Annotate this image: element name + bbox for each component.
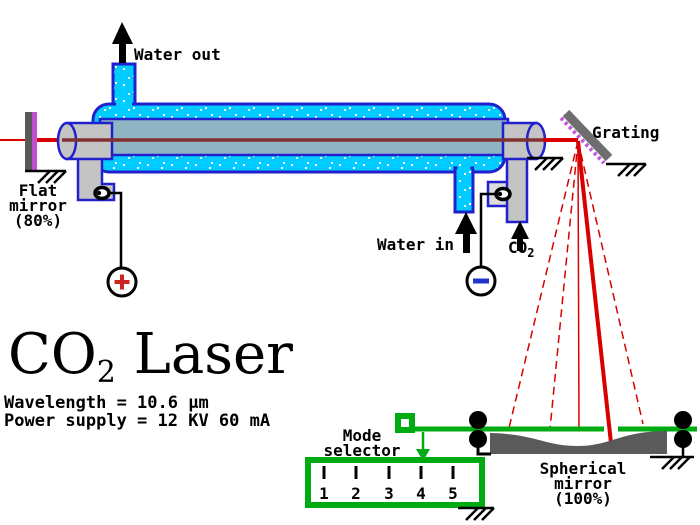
ray-dashed-1	[508, 140, 579, 429]
mount-ball-icon	[469, 430, 487, 448]
discharge-tube	[98, 117, 510, 157]
electrode-wiring	[93, 185, 512, 298]
spherical-mirror	[490, 431, 667, 454]
svg-text:mirror: mirror	[9, 196, 67, 215]
mode-3[interactable]: 3	[384, 484, 394, 503]
selector-arrow-icon	[416, 449, 430, 461]
flat-mirror-label: Flat mirror (80%)	[9, 181, 67, 230]
svg-text:Spherical: Spherical	[540, 459, 627, 478]
ground-icon	[25, 169, 67, 184]
co2-inlet-tube	[505, 155, 529, 224]
ray-dashed-2	[549, 140, 579, 430]
positive-wire	[109, 191, 123, 268]
mode-selector-assembly	[305, 413, 697, 508]
mount-ball-icon	[674, 411, 692, 429]
power-supply-spec: Power supply = 12 KV 60 mA	[4, 411, 270, 431]
mount-ball-icon	[674, 430, 692, 448]
mode-5[interactable]: 5	[448, 484, 458, 503]
water-in-arrow-icon	[455, 212, 477, 253]
grating-bar	[562, 109, 613, 162]
mode-1[interactable]: 1	[319, 484, 329, 503]
spherical-mirror-label: Spherical mirror (100%)	[540, 459, 627, 508]
svg-text:(100%): (100%)	[554, 489, 612, 508]
grating-label: Grating	[592, 123, 659, 142]
ground-icon	[606, 162, 647, 177]
water-out-junction	[116, 98, 132, 109]
co2-arrow-icon	[511, 221, 529, 251]
mirror-mount-balls	[469, 411, 692, 448]
grating	[559, 109, 613, 165]
water-in-junction	[457, 165, 471, 177]
ray-dashed-3	[577, 140, 644, 425]
mode-position-numbers: 1 2 3 4 5	[319, 484, 458, 503]
mount-ball-icon	[469, 411, 487, 429]
flat-mirror-body	[25, 112, 32, 170]
wavelength-spec: Wavelength = 10.6 µm	[4, 393, 209, 413]
svg-text:Flat: Flat	[19, 181, 58, 200]
grating-grooves	[559, 116, 606, 165]
plus-icon	[114, 274, 130, 290]
flat-mirror-coating	[32, 112, 37, 170]
ray-solid-selected	[576, 140, 613, 444]
connector-pin-icon	[497, 191, 503, 197]
svg-text:selector: selector	[323, 441, 400, 460]
ground-icon	[650, 446, 694, 470]
svg-text:mirror: mirror	[554, 474, 612, 493]
mode-2[interactable]: 2	[351, 484, 361, 503]
ray-solid-thin	[577, 140, 580, 430]
svg-text:(80%): (80%)	[14, 211, 62, 230]
mirror-left-bracket	[476, 447, 491, 456]
water-out-label: Water out	[134, 45, 221, 64]
ground-icon	[527, 156, 564, 171]
dispersed-rays	[508, 140, 644, 444]
svg-text:Mode: Mode	[343, 426, 382, 445]
water-out-arrow-icon	[112, 22, 133, 63]
mode-4[interactable]: 4	[416, 484, 426, 503]
flat-mirror	[25, 112, 37, 170]
ground-icon	[458, 506, 495, 521]
negative-wire	[479, 192, 496, 267]
selector-slider-center	[401, 419, 409, 427]
connector-pin-icon	[96, 190, 102, 196]
mode-selector-label: Mode selector	[323, 426, 400, 460]
co2-inlet-label: CO2	[508, 238, 535, 260]
water-in-label: Water in	[377, 235, 454, 254]
page-title: CO2 Laser	[8, 322, 293, 390]
mode-selector-ticks	[322, 466, 455, 479]
